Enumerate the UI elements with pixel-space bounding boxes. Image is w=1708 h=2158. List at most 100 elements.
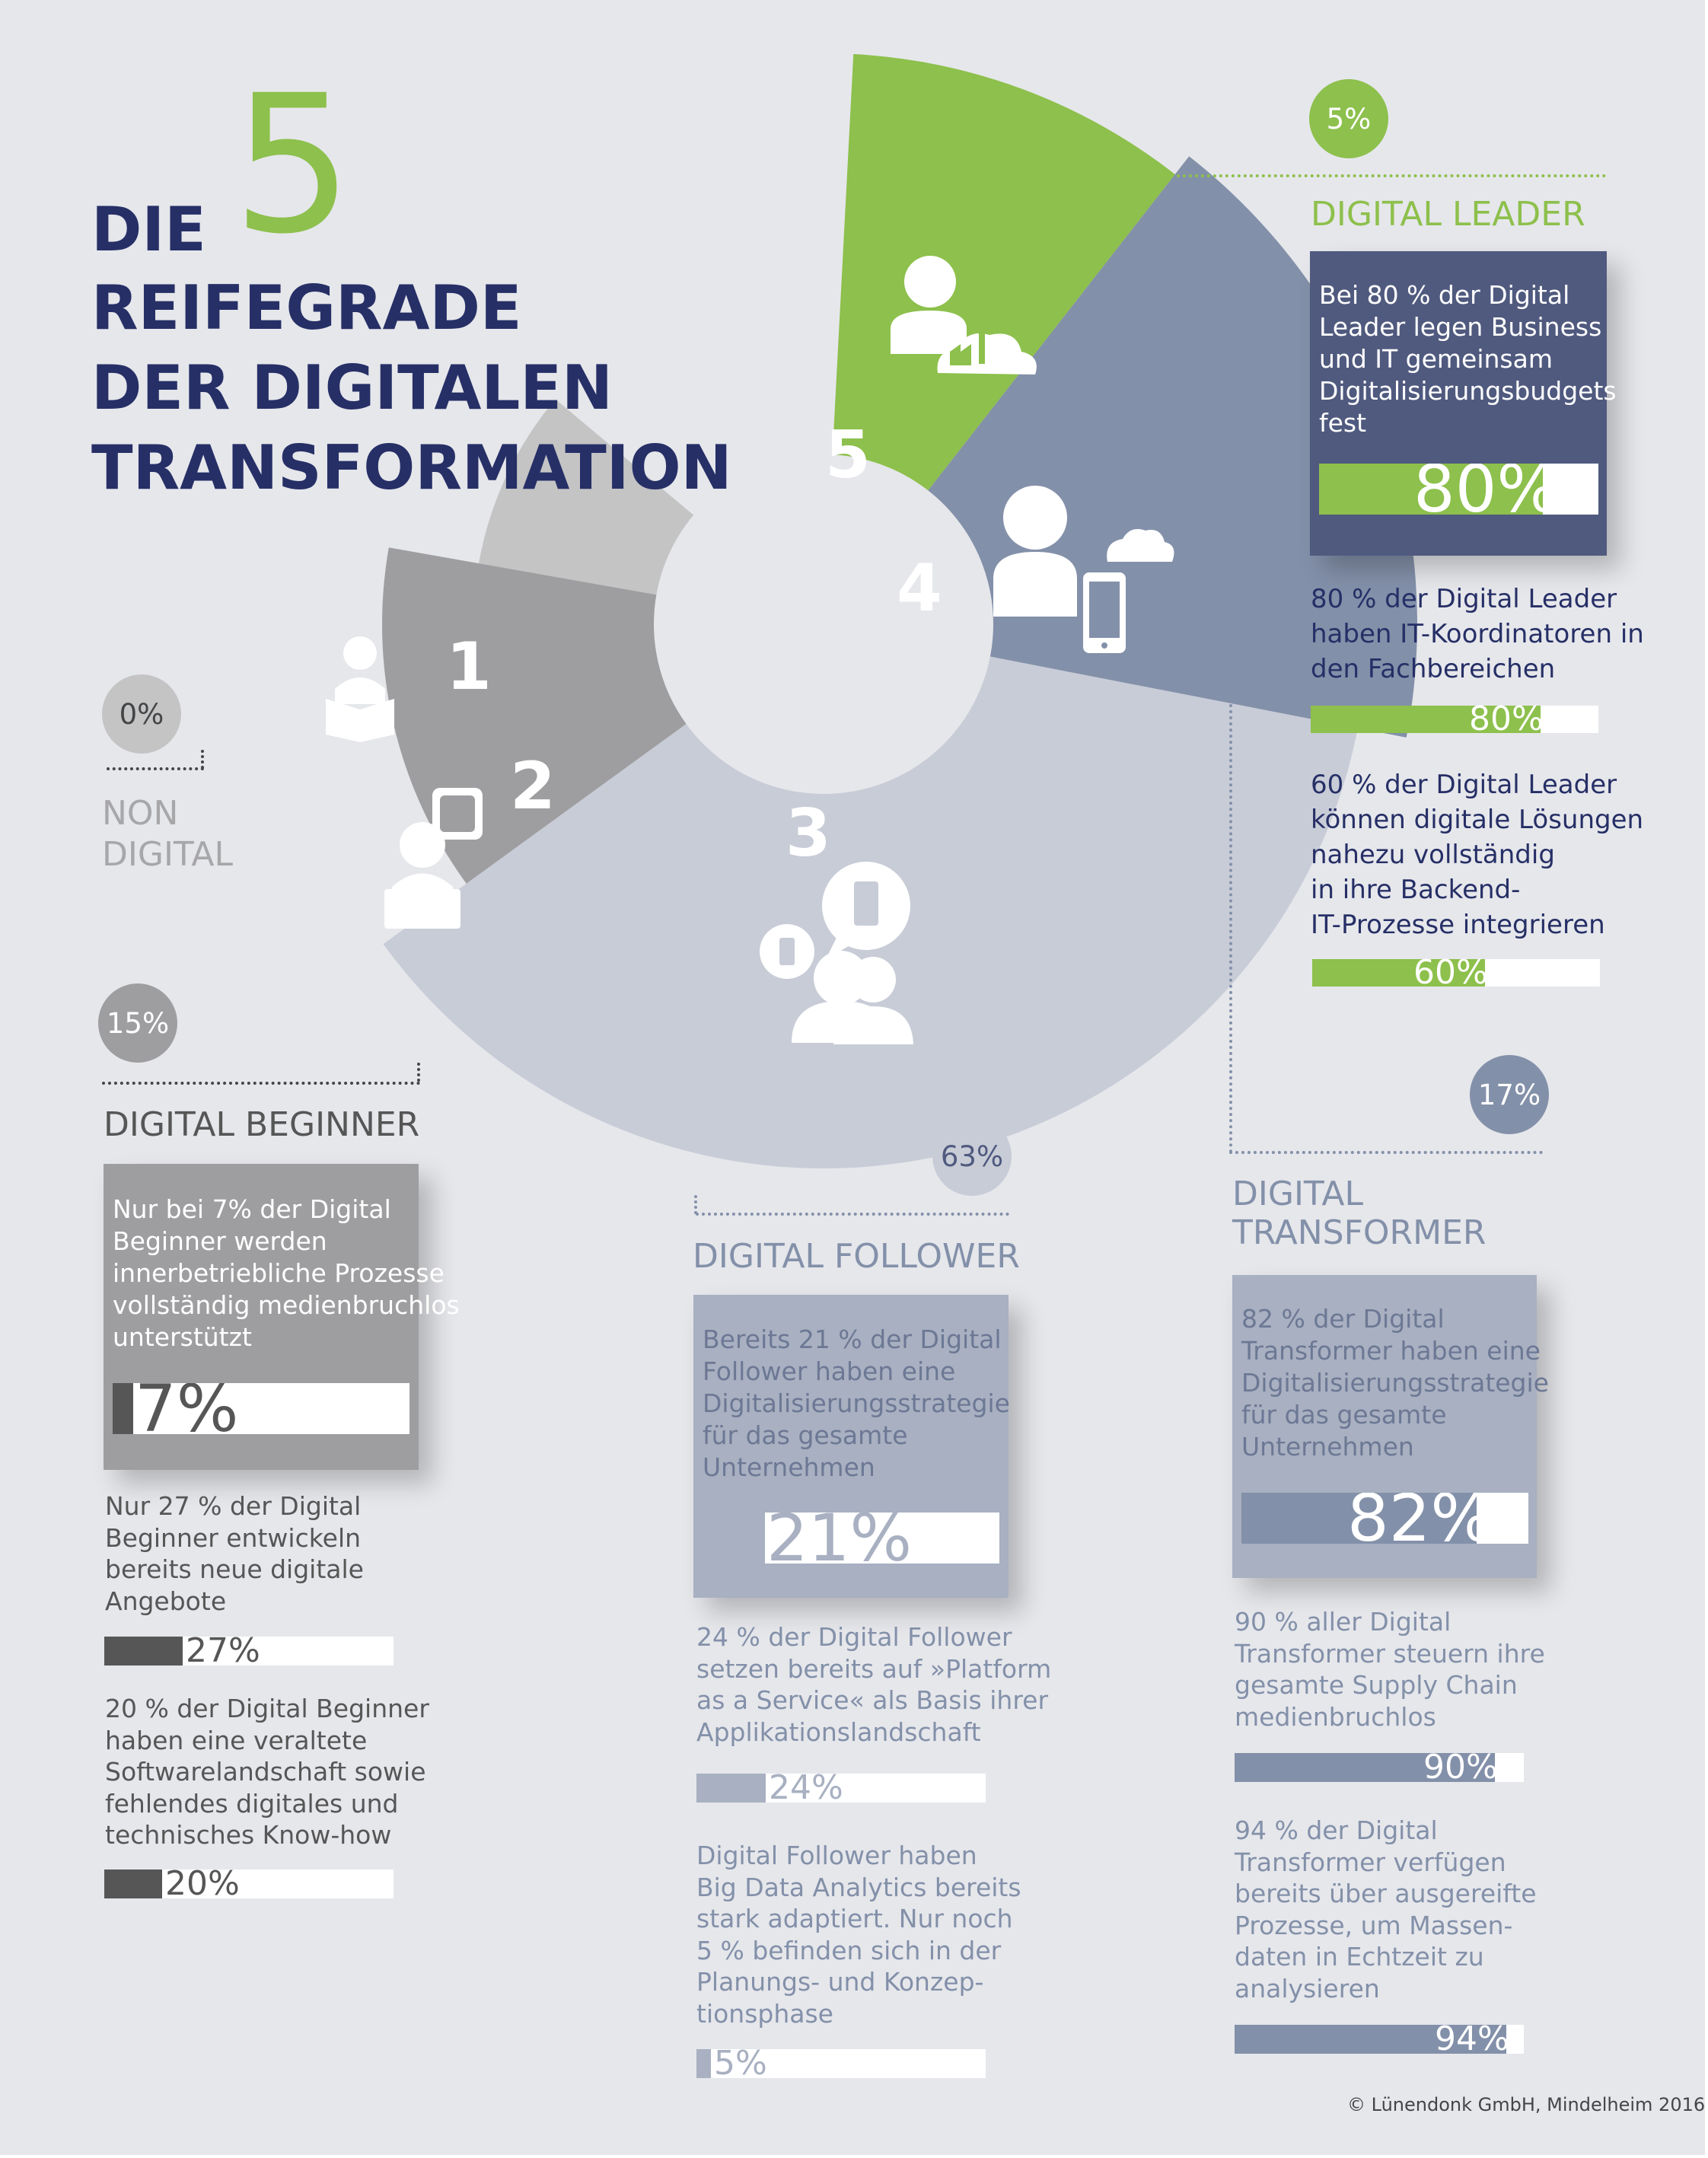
leader-stat-1-bar-fill xyxy=(1311,706,1541,733)
transformer-stat-2-line: Transformer verfügen xyxy=(1235,1847,1506,1877)
segment-1-number: 1 xyxy=(446,629,492,705)
beginner-box-text-line: Beginner werden xyxy=(113,1226,327,1256)
follower-stat-2-line: Planungs- und Konzep- xyxy=(696,1967,984,1997)
leader-percent-badge: 5% xyxy=(1309,79,1388,158)
transformer-box-bar-label: 82% xyxy=(1347,1493,1493,1544)
transformer-stat-2-line: bereits über ausgereifte xyxy=(1235,1879,1537,1908)
learner-laptop-icon xyxy=(384,788,483,929)
segment-5-number: 5 xyxy=(825,417,871,493)
non-digital-name-line-1: NON xyxy=(102,794,179,833)
follower-stat-2-line: 5 % befinden sich in der xyxy=(696,1935,1002,1965)
beginner-stat-2-bar: 20% xyxy=(104,1864,394,1903)
leader-box-bar: 80% xyxy=(1319,464,1598,515)
beginner-stat-1-bar-label: 27% xyxy=(186,1631,260,1670)
non-digital-percent-badge: 0% xyxy=(102,674,181,754)
title-line-2: REIFEGRADE xyxy=(91,273,522,343)
non-digital-dotted-line xyxy=(107,767,204,770)
transformer-box-bar: 82% xyxy=(1241,1493,1528,1544)
beginner-box-text-line: innerbetriebliche Prozesse xyxy=(113,1258,445,1288)
non-digital-name-line-2: DIGITAL xyxy=(102,835,234,874)
follower-stat-2-bar: 5% xyxy=(696,2047,986,2080)
title-big-number: 5 xyxy=(232,54,354,276)
leader-box-text-line: Bei 80 % der Digital xyxy=(1319,280,1570,310)
transformer-stat-2-bar-fill xyxy=(1235,2025,1506,2054)
leader-box-text-line: Leader legen Business xyxy=(1319,312,1602,342)
beginner-stat-1-line: Beginner entwickeln xyxy=(105,1522,362,1553)
transformer-stat-2-line: Prozesse, um Massen- xyxy=(1235,1910,1513,1940)
leader-stat-2-bar: 60% xyxy=(1312,956,1600,990)
leader-box-bar-fill xyxy=(1319,464,1543,515)
leader-dotted-line xyxy=(1140,174,1606,177)
leader-stat-1-line: den Fachbereichen xyxy=(1311,654,1556,684)
transformer-stat-1-bar-label: 90% xyxy=(1423,1748,1498,1787)
beginner-box-bar: 7% xyxy=(113,1383,409,1434)
beginner-stat-1-line: bereits neue digitale xyxy=(105,1554,364,1584)
beginner-stat-1-bar: 27% xyxy=(104,1631,394,1670)
transformer-percent-badge: 17% xyxy=(1470,1055,1549,1134)
follower-stat-1-line: Applikationslandschaft xyxy=(696,1717,981,1747)
transformer-dotted-vertical xyxy=(1229,704,1232,1153)
follower-box-text-line: Digitalisierungsstrategie xyxy=(703,1388,1010,1418)
transformer-stat-2-line: daten in Echtzeit zu xyxy=(1235,1942,1484,1972)
beginner-stat-2-line: haben eine veraltete xyxy=(105,1725,368,1755)
title-line-4: TRANSFORMATION xyxy=(91,432,732,503)
leader-box-text-line: fest xyxy=(1319,408,1367,438)
beginner-box-bar-label: 7% xyxy=(135,1383,239,1434)
segment-2-number: 2 xyxy=(510,748,556,824)
leader-stat-2-line: 60 % der Digital Leader xyxy=(1311,770,1617,800)
leader-stat-2-text: 60 % der Digital Leader können digitale L… xyxy=(1311,767,1643,942)
leader-dotted-tick xyxy=(1139,174,1142,193)
beginner-box-text-line: vollständig medienbruchlos xyxy=(113,1290,460,1320)
beginner-stat-2-line: Softwarelandschaft sowie xyxy=(105,1757,426,1787)
transformer-stat-1-line: 90 % aller Digital xyxy=(1235,1607,1451,1637)
follower-stat-1-line: as a Service« als Basis ihrer xyxy=(696,1685,1049,1715)
beginner-stat-1-line: Nur 27 % der Digital xyxy=(105,1491,362,1521)
leader-box-text-line: Digitalisierungsbudgets xyxy=(1319,376,1617,406)
segment-1-nondigital xyxy=(478,399,694,595)
reader-icon xyxy=(326,636,394,742)
follower-stat-2-line: tionsphase xyxy=(696,1998,833,2029)
leader-box-bar-label: 80% xyxy=(1413,464,1560,515)
follower-stat-1-line: 24 % der Digital Follower xyxy=(696,1622,1012,1652)
beginner-stat-1-line: Angebote xyxy=(105,1586,227,1616)
follower-stat-1-bar-fill xyxy=(696,1774,766,1803)
follower-stat-2-bar-fill xyxy=(696,2049,711,2078)
transformer-box-text-line: Transformer haben eine xyxy=(1241,1336,1541,1366)
follower-stat-1-bar: 24% xyxy=(696,1771,986,1805)
beginner-stat-2-bar-label: 20% xyxy=(165,1864,240,1903)
transformer-stat-1-line: Transformer steuern ihre xyxy=(1235,1638,1545,1669)
beginner-percent-badge: 15% xyxy=(98,983,177,1063)
leader-stat-1-bar: 80% xyxy=(1311,700,1598,738)
follower-name: DIGITAL FOLLOWER xyxy=(693,1237,1020,1276)
follower-dotted-tick xyxy=(694,1195,697,1214)
follower-box-bar-fill xyxy=(703,1513,765,1564)
transformer-box-bar-fill xyxy=(1241,1493,1477,1544)
transformer-stat-2-line: analysieren xyxy=(1235,1973,1380,2003)
beginner-dotted-line xyxy=(102,1082,420,1085)
beginner-dotted-tick xyxy=(417,1063,420,1082)
follower-box-text-line: Unternehmen xyxy=(703,1452,875,1482)
leader-stat-2-line: können digitale Lösungen xyxy=(1311,805,1644,835)
leader-stat-1-bar-label: 80% xyxy=(1469,700,1544,738)
beginner-stat-2-bar-fill xyxy=(104,1870,162,1898)
follower-box-bar-label: 21% xyxy=(766,1513,913,1564)
transformer-box-text-line: für das gesamte xyxy=(1241,1400,1447,1430)
leader-stat-2-bar-fill xyxy=(1312,959,1485,987)
transformer-stat-1-bar-fill xyxy=(1235,1753,1495,1782)
follower-box-text-line: Bereits 21 % der Digital xyxy=(703,1324,1002,1354)
transformer-name-line-2: TRANSFORMER xyxy=(1232,1213,1487,1252)
transformer-name-line-1: DIGITAL xyxy=(1232,1175,1364,1213)
leader-stat-1-line: haben IT-Koordinatoren in xyxy=(1311,619,1644,649)
leader-box-text-line: und IT gemeinsam xyxy=(1319,344,1553,374)
beginner-box-text-line: Nur bei 7% der Digital xyxy=(113,1194,391,1224)
follower-stat-2-line: Digital Follower haben xyxy=(696,1841,977,1870)
segment-4-number: 4 xyxy=(897,550,942,626)
follower-stat-2-line: stark adaptiert. Nur noch xyxy=(696,1904,1013,1933)
